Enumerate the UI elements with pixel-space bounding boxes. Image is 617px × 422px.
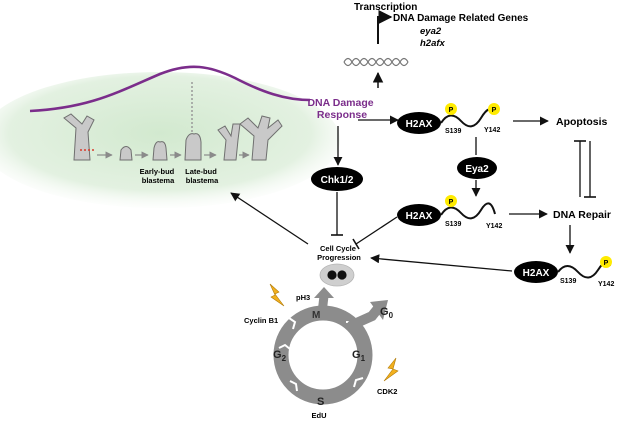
dividing-cell-body bbox=[319, 263, 355, 287]
y142-label-3: Y142 bbox=[598, 281, 614, 288]
early-bud-line2: blastema bbox=[142, 176, 175, 185]
phospho-label: P bbox=[449, 107, 454, 114]
gene-eya2: eya2 bbox=[420, 26, 442, 37]
late-bud-label: Late-bud blastema bbox=[185, 167, 219, 185]
eya2-label: Eya2 bbox=[465, 164, 489, 175]
h2ax-node-3 bbox=[514, 261, 558, 283]
ccp-line2: Progression bbox=[317, 253, 361, 262]
s139-label-2: S139 bbox=[445, 221, 461, 228]
cyclin-b1-label: Cyclin B1 bbox=[244, 316, 278, 325]
h2ax-node-1 bbox=[397, 112, 441, 134]
h2ax-tail-2 bbox=[440, 202, 496, 220]
y142-label-2: Y142 bbox=[486, 223, 502, 230]
regenerating-fin-shape bbox=[217, 123, 241, 161]
tissue-background bbox=[0, 72, 340, 208]
s139-label-1: S139 bbox=[445, 128, 461, 135]
phase-s-label: S bbox=[317, 396, 324, 408]
stump-shape bbox=[119, 146, 133, 161]
ddr-label: DNA Damage Response bbox=[307, 97, 376, 121]
tissue-outline-curve bbox=[29, 65, 311, 113]
phospho-y142-3 bbox=[600, 256, 612, 268]
gene-h2afx: h2afx bbox=[420, 38, 446, 49]
blastema-region: Early-bud blastema Late-bud blastema bbox=[0, 65, 340, 208]
h2ax2-inhibits-ccp-bar bbox=[352, 238, 360, 250]
y142-label-1: Y142 bbox=[484, 127, 500, 134]
ccp-line1: Cell Cycle bbox=[320, 244, 356, 253]
dna-repair-label: DNA Repair bbox=[553, 209, 611, 221]
late-bud-line1: Late-bud bbox=[185, 167, 217, 176]
genes-title: DNA Damage Related Genes bbox=[393, 13, 529, 24]
ccp-to-blastema-arrow bbox=[230, 192, 309, 245]
phase-g0-label: G0 bbox=[380, 306, 394, 320]
chk1-2-label: Chk1/2 bbox=[321, 175, 354, 186]
phase-g1-main: G bbox=[352, 349, 361, 361]
h2ax-label-3: H2AX bbox=[523, 268, 550, 279]
phase-g2-sub: 2 bbox=[282, 354, 287, 363]
eya2-node bbox=[457, 157, 497, 179]
phase-m-label: M bbox=[312, 310, 320, 321]
daughter-nucleus-left bbox=[327, 270, 337, 280]
lightning-icon bbox=[383, 357, 399, 382]
phase-g0-main: G bbox=[380, 306, 389, 318]
early-bud-line1: Early-bud bbox=[140, 167, 175, 176]
ddr-line2: Response bbox=[317, 109, 367, 121]
phospho-label: P bbox=[492, 107, 497, 114]
phase-divider bbox=[353, 377, 364, 388]
regenerated-fin-shape bbox=[239, 115, 283, 161]
phospho-label: P bbox=[449, 199, 454, 206]
late-bud-line2: blastema bbox=[186, 176, 219, 185]
helix-strand bbox=[343, 57, 409, 67]
uncut-fin-shape bbox=[63, 113, 95, 161]
h2ax3-to-cell-arrow bbox=[370, 254, 513, 272]
transcription-group: Transcription DNA Damage Related Genes e… bbox=[343, 2, 529, 88]
g0-arrowhead bbox=[370, 300, 388, 320]
phase-g2-label: G2 bbox=[273, 349, 287, 363]
cell-cycle-progression-label: Cell Cycle Progression bbox=[317, 244, 361, 262]
fin-sketches bbox=[63, 113, 283, 161]
phospho-label: P bbox=[604, 260, 609, 267]
ddr-line1: DNA Damage bbox=[307, 97, 373, 109]
daughter-nucleus-right bbox=[337, 270, 347, 280]
h2ax-phospho-both: H2AX P P S139 Y142 bbox=[397, 103, 500, 135]
cell-cycle-group: M G0 G1 S G2 pH3 Cyclin B1 CDK2 EdU bbox=[244, 263, 399, 420]
late-bud-shape bbox=[184, 133, 202, 161]
phase-divider bbox=[278, 343, 291, 350]
dna-helix-icon bbox=[343, 57, 409, 67]
apoptosis-label: Apoptosis bbox=[556, 116, 607, 128]
phase-g0-sub: 0 bbox=[389, 311, 394, 320]
h2ax-phospho-y142: H2AX P S139 Y142 bbox=[514, 256, 614, 288]
mitosis-exit-stalk bbox=[317, 295, 329, 314]
chk1-2-node bbox=[311, 167, 363, 191]
lightning-icon bbox=[269, 283, 285, 307]
h2ax-label-2: H2AX bbox=[406, 211, 433, 222]
phase-g1-label: G1 bbox=[352, 349, 366, 363]
h2ax-label-1: H2AX bbox=[406, 119, 433, 130]
phase-divider bbox=[288, 317, 297, 330]
phase-g2-main: G bbox=[273, 349, 282, 361]
early-bud-shape bbox=[152, 141, 168, 161]
mitosis-arrowhead bbox=[314, 287, 334, 298]
early-bud-label: Early-bud blastema bbox=[140, 167, 177, 185]
phospho-y142-1 bbox=[488, 103, 500, 115]
h2ax2-inhibits-ccp-line bbox=[355, 216, 398, 245]
phase-g1-sub: 1 bbox=[361, 354, 366, 363]
h2ax-phospho-s139: H2AX P S139 Y142 bbox=[397, 195, 502, 230]
transcription-arrow bbox=[377, 10, 393, 44]
phase-divider bbox=[289, 380, 298, 392]
ph3-label: pH3 bbox=[296, 293, 310, 302]
h2ax-node-2 bbox=[397, 204, 441, 226]
s139-label-3: S139 bbox=[560, 278, 576, 285]
transcription-label: Transcription bbox=[354, 2, 417, 13]
edu-label: EdU bbox=[312, 411, 327, 420]
phospho-s139-2 bbox=[445, 195, 457, 207]
phospho-s139-1 bbox=[445, 103, 457, 115]
cdk2-label: CDK2 bbox=[377, 387, 397, 396]
